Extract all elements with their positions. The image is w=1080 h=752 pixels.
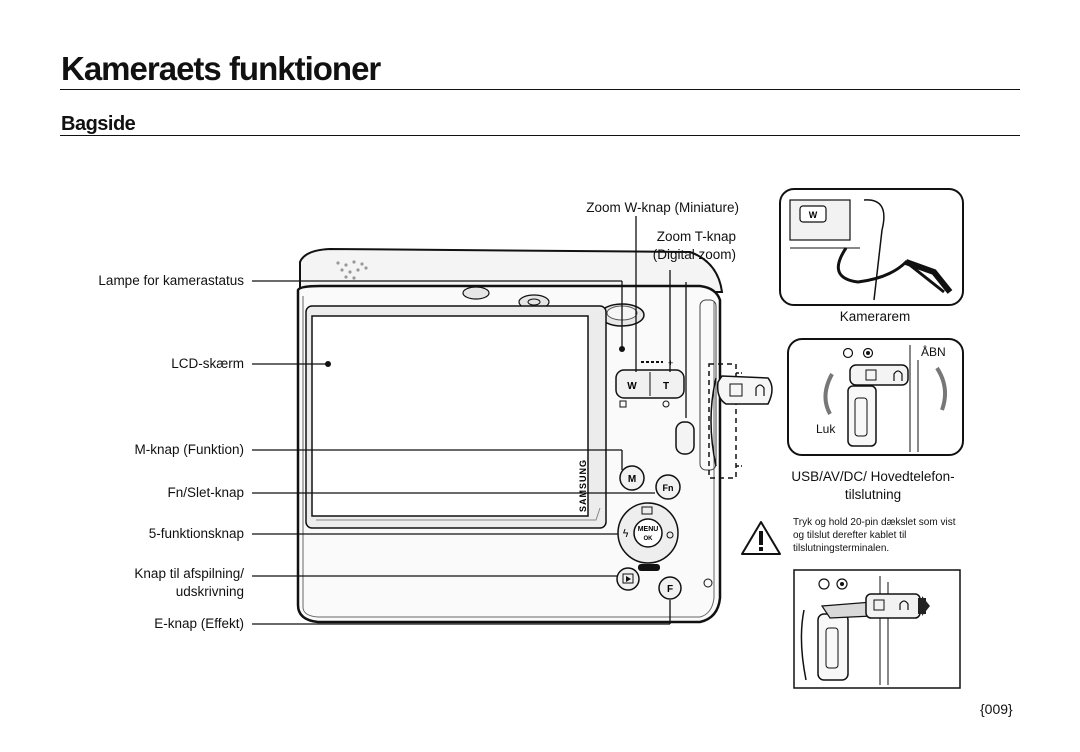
f-key-mark: F bbox=[667, 584, 673, 595]
status-lamp-label: Lampe for kamerastatus bbox=[98, 273, 244, 288]
lcd-label: LCD-skærm bbox=[171, 356, 244, 371]
left-leader-lines bbox=[252, 280, 671, 625]
zoom-w-mark: W bbox=[627, 381, 637, 392]
m-button-label: M-knap (Funktion) bbox=[134, 442, 244, 457]
cable-inset bbox=[793, 569, 961, 689]
warning-icon bbox=[741, 521, 781, 555]
section-heading: Bagside bbox=[61, 113, 136, 135]
port-caption-line1: USB/AV/DC/ Hovedtelefon- bbox=[791, 469, 955, 484]
top-leader-lines bbox=[635, 216, 687, 418]
section-rule bbox=[60, 135, 1020, 136]
camera-body: W T + SAMSUNG M Fn MENU OK ϟ F bbox=[296, 247, 773, 624]
zoom-t-label-line1: Zoom T-knap bbox=[656, 229, 736, 244]
strap-caption: Kamerarem bbox=[839, 309, 911, 324]
leader-dots bbox=[325, 361, 331, 367]
zoom-w-label: Zoom W-knap (Miniature) bbox=[586, 200, 739, 215]
m-key-mark: M bbox=[628, 474, 636, 485]
playback-label-line2: udskrivning bbox=[175, 584, 244, 599]
zoom-t-label-line2: (Digital zoom) bbox=[652, 247, 736, 262]
port-caption-line2: tilslutning bbox=[844, 487, 902, 502]
fn-button-label: Fn/Slet-knap bbox=[167, 485, 244, 500]
port-inset bbox=[787, 338, 964, 456]
e-button-label: E-knap (Effekt) bbox=[154, 616, 244, 631]
open-label: ÅBN bbox=[921, 345, 946, 359]
page-number: {009} bbox=[980, 701, 1013, 717]
svg-text:ϟ: ϟ bbox=[622, 527, 629, 540]
warning-note: Tryk og hold 20-pin dækslet som vist og … bbox=[793, 517, 956, 554]
strap-inset: W bbox=[779, 188, 964, 306]
five-function-label: 5-funktionsknap bbox=[148, 526, 244, 541]
playback-label-line1: Knap til afspilning/ bbox=[134, 566, 244, 581]
close-label: Luk bbox=[816, 422, 836, 436]
page-title: Kameraets funktioner bbox=[61, 50, 381, 87]
fn-key-mark: Fn bbox=[663, 483, 674, 493]
title-rule bbox=[60, 89, 1020, 90]
ok-key-mark: OK bbox=[644, 536, 654, 542]
brand-mark: SAMSUNG bbox=[578, 459, 588, 512]
inset-w-mark: W bbox=[809, 210, 818, 220]
menu-key-mark: MENU bbox=[638, 526, 659, 533]
zoom-t-mark: T bbox=[663, 381, 669, 392]
